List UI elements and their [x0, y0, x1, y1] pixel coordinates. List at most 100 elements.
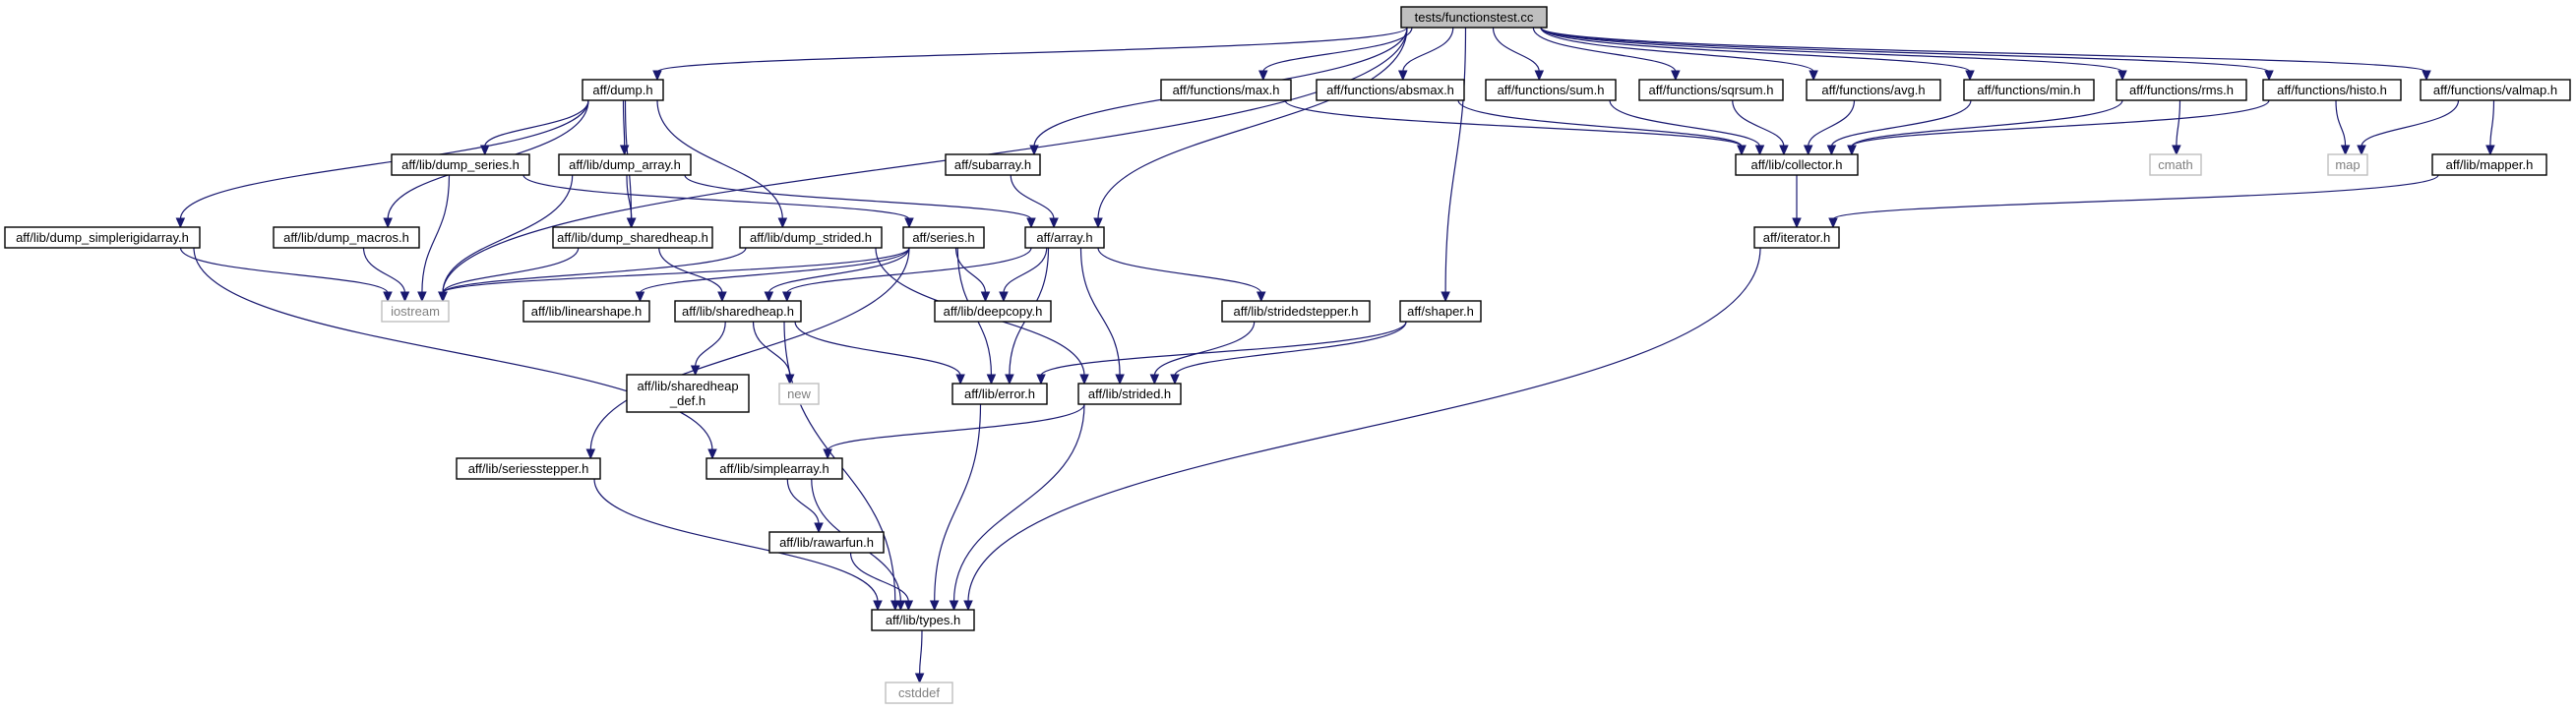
- node-aff-lib-types-h[interactable]: aff/lib/types.h: [871, 609, 975, 631]
- node-aff-lib-seriesstepper-h[interactable]: aff/lib/seriesstepper.h: [456, 457, 601, 480]
- node-aff-lib-sharedheap-h[interactable]: aff/lib/sharedheap.h: [674, 300, 802, 323]
- node-cstddef[interactable]: cstddef: [885, 682, 953, 704]
- edge-f_histo-to-collector: [1847, 99, 2270, 156]
- node-box: [2149, 153, 2202, 176]
- node-label: aff/functions/max.h: [1173, 83, 1280, 97]
- edge-line: [1540, 27, 1971, 73]
- edge-f_valmap-to-map: [2357, 99, 2460, 156]
- edge-line: [1444, 27, 1467, 294]
- edge-line: [695, 321, 726, 368]
- node-aff-functions-sum-h[interactable]: aff/functions/sum.h: [1485, 79, 1617, 101]
- node-aff-lib-linearshape-h[interactable]: aff/lib/linearshape.h: [522, 300, 650, 323]
- node-new[interactable]: new: [778, 383, 820, 405]
- node-aff-iterator-h[interactable]: aff/iterator.h: [1753, 226, 1840, 249]
- edge-line: [442, 247, 580, 294]
- node-aff-subarray-h[interactable]: aff/subarray.h: [945, 153, 1041, 176]
- edge-line: [522, 174, 910, 220]
- edge-arrowhead: [873, 600, 883, 612]
- edge-array-to-stridedstepper: [1097, 247, 1266, 303]
- node-label: aff/lib/collector.h: [1751, 157, 1843, 172]
- node-tests-functionstest-cc[interactable]: tests/functionstest.cc: [1400, 6, 1548, 29]
- node-aff-shaper-h[interactable]: aff/shaper.h: [1399, 300, 1482, 323]
- edge-line: [1830, 99, 1972, 148]
- node-label: aff/lib/deepcopy.h: [944, 304, 1043, 319]
- node-aff-lib-simplearray-h[interactable]: aff/lib/simplearray.h: [705, 457, 843, 480]
- edge-f_max-to-collector: [1284, 99, 1747, 156]
- node-label: aff/lib/dump_array.h: [569, 157, 681, 172]
- edge-root-to-f_valmap: [1540, 27, 2431, 82]
- node-box: [768, 531, 885, 554]
- edge-shaper-to-error: [1036, 321, 1407, 386]
- node-aff-functions-histo-h[interactable]: aff/functions/histo.h: [2262, 79, 2402, 101]
- node-label: aff/lib/dump_sharedheap.h: [557, 230, 708, 245]
- edge-arrowhead: [1965, 70, 1975, 82]
- node-cmath[interactable]: cmath: [2149, 153, 2202, 176]
- edge-arrowhead: [814, 522, 824, 534]
- node-aff-lib-error-h[interactable]: aff/lib/error.h: [951, 383, 1048, 405]
- edge-arrowhead: [914, 673, 925, 684]
- edge-arrowhead: [1441, 291, 1450, 303]
- node-box: [273, 226, 420, 249]
- node-aff-lib-dump-simplerigidarray-h[interactable]: aff/lib/dump_simplerigidarray.h: [4, 226, 201, 249]
- node-aff-lib-rawarfun-h[interactable]: aff/lib/rawarfun.h: [768, 531, 885, 554]
- node-aff-lib-collector-h[interactable]: aff/lib/collector.h: [1735, 153, 1859, 176]
- node-aff-array-h[interactable]: aff/array.h: [1024, 226, 1105, 249]
- edge-line: [952, 403, 1085, 603]
- edge-line: [1097, 247, 1262, 294]
- node-aff-lib-dump-array-h[interactable]: aff/lib/dump_array.h: [558, 153, 692, 176]
- edge-arrowhead: [627, 217, 637, 229]
- node-box: [1963, 79, 2095, 101]
- node-map[interactable]: map: [2327, 153, 2368, 176]
- node-aff-lib-strided-h[interactable]: aff/lib/strided.h: [1077, 383, 1182, 405]
- edge-line: [794, 321, 961, 377]
- node-box: [945, 153, 1041, 176]
- edge-seriesstepper-to-types: [593, 478, 883, 612]
- edge-arrowhead: [1005, 374, 1014, 386]
- edge-line: [1262, 27, 1413, 73]
- node-aff-series-h[interactable]: aff/series.h: [902, 226, 985, 249]
- node-aff-lib-mapper-h[interactable]: aff/lib/mapper.h: [2431, 153, 2547, 176]
- node-aff-dump-h[interactable]: aff/dump.h: [582, 79, 664, 101]
- node-aff-lib-stridedstepper-h[interactable]: aff/lib/stridedstepper.h: [1221, 300, 1371, 323]
- node-aff-functions-min-h[interactable]: aff/functions/min.h: [1963, 79, 2095, 101]
- edge-f_avg-to-collector: [1803, 99, 1856, 156]
- node-aff-lib-dump-series-h[interactable]: aff/lib/dump_series.h: [391, 153, 530, 176]
- edge-arrowhead: [1803, 145, 1813, 156]
- edge-strided-to-types: [949, 403, 1085, 612]
- node-aff-lib-deepcopy-h[interactable]: aff/lib/deepcopy.h: [934, 300, 1052, 323]
- edge-dump_simplerigid-to-iostream: [179, 247, 393, 303]
- node-iostream[interactable]: iostream: [381, 300, 450, 323]
- edge-dump_series-to-iostream: [417, 174, 451, 303]
- edge-dump_sharedheap-to-iostream: [438, 247, 580, 303]
- edge-strided-to-simplearray: [823, 403, 1085, 460]
- edge-arrowhead: [777, 217, 788, 229]
- node-aff-functions-absmax-h[interactable]: aff/functions/absmax.h: [1316, 79, 1465, 101]
- node-aff-functions-rms-h[interactable]: aff/functions/rms.h: [2116, 79, 2247, 101]
- node-aff-functions-max-h[interactable]: aff/functions/max.h: [1160, 79, 1292, 101]
- edge-line: [786, 247, 1032, 294]
- node-label: aff/lib/stridedstepper.h: [1234, 304, 1359, 319]
- edge-arrowhead: [1149, 374, 1160, 386]
- node-aff-lib-dump-macros-h[interactable]: aff/lib/dump_macros.h: [273, 226, 420, 249]
- node-aff-functions-sqrsum-h[interactable]: aff/functions/sqrsum.h: [1638, 79, 1784, 101]
- edge-line: [658, 247, 723, 294]
- node-aff-functions-valmap-h[interactable]: aff/functions/valmap.h: [2420, 79, 2571, 101]
- edge-types-to-cstddef: [914, 629, 925, 684]
- node-aff-lib-sharedheap-def-h[interactable]: aff/lib/sharedheap_def.h: [626, 374, 750, 413]
- node-label: aff/functions/rms.h: [2129, 83, 2234, 97]
- edge-line: [1540, 27, 2270, 73]
- node-aff-lib-dump-sharedheap-h[interactable]: aff/lib/dump_sharedheap.h: [552, 226, 713, 249]
- node-label: aff/lib/types.h: [886, 613, 960, 627]
- edge-line: [1010, 174, 1055, 220]
- edge-dump_array-to-dump_sharedheap: [626, 174, 637, 229]
- node-aff-lib-dump-strided-h[interactable]: aff/lib/dump_strided.h: [739, 226, 883, 249]
- edge-f_sum-to-collector: [1609, 99, 1765, 156]
- edge-iterator-to-types: [963, 247, 1761, 612]
- node-aff-functions-avg-h[interactable]: aff/functions/avg.h: [1806, 79, 1941, 101]
- edge-line: [1457, 99, 1743, 148]
- edge-arrowhead: [2485, 145, 2495, 156]
- edge-arrowhead: [955, 374, 965, 386]
- edge-arrowhead: [417, 291, 427, 303]
- edge-dump_strided-to-iostream: [438, 247, 747, 303]
- edge-line: [1284, 99, 1743, 148]
